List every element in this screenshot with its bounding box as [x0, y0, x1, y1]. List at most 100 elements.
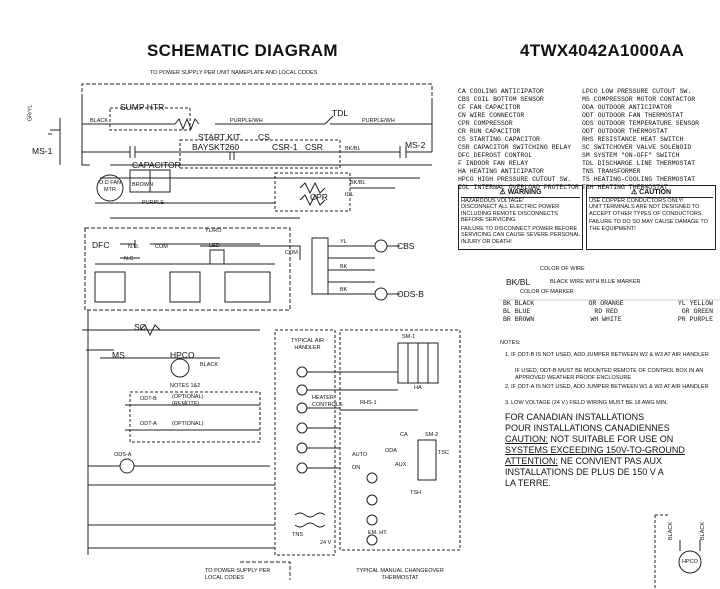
- warning-box: ⚠ WARNING HAZARDOUS VOLTAGE! DISCONNECT …: [458, 185, 583, 250]
- gr-yl-label: GR/YL: [27, 104, 34, 122]
- canadian-line-4: SYSTEMS EXCEEDING 150V-TO-GROUND: [505, 445, 685, 455]
- hpco-label: HPCO: [170, 350, 195, 360]
- term-sm-1: SM-1: [402, 334, 416, 340]
- color-code: PR PURPLE: [677, 316, 713, 323]
- legend-item: CSR CAPACITOR SWITCHING RELAY: [458, 144, 572, 151]
- caution-box: ⚠ CAUTION USE COPPER CONDUCTORS ONLY! UN…: [586, 185, 716, 250]
- color-code: BK BLACK: [503, 300, 535, 307]
- color-codes-table: BK BLACK OR ORANGE YL YELLOW BL BLUE RD …: [503, 300, 713, 324]
- led-label: LED: [209, 243, 220, 249]
- dfc-label: DFC: [92, 240, 110, 250]
- legend-item: TNS TRANSFORMER: [582, 168, 641, 175]
- color-code: RD RED: [594, 308, 618, 315]
- caution-line-3: FAILURE TO DO SO MAY CAUSE DAMAGE TO THE…: [589, 219, 708, 232]
- warning-subtitle: HAZARDOUS VOLTAGE!: [461, 197, 580, 204]
- caution-title: ⚠ CAUTION: [630, 189, 672, 196]
- caution-line-1: USE COPPER CONDUCTORS ONLY!: [589, 197, 713, 204]
- color-code: BL BLUE: [503, 308, 531, 315]
- iol-label: IOL: [345, 192, 354, 198]
- note-3: 3. LOW VOLTAGE (24 V.) FIELD WIRING MUST…: [505, 400, 668, 406]
- cs-label: CS: [258, 132, 270, 142]
- odt-b-label: ODT-B: [140, 396, 157, 402]
- legend-item: RHS RESISTANCE HEAT SWITCH: [582, 136, 684, 143]
- legend-item: ODT OUTDOOR FAN THERMOSTAT: [582, 112, 684, 119]
- wire-yl-ro-label: YL/RO: [205, 228, 222, 234]
- color-row: BL BLUE RD RED GR GREEN: [503, 308, 713, 316]
- wire-nc-label: N.C: [124, 256, 134, 262]
- notes-title: NOTES:: [500, 340, 521, 346]
- term-ca: CA: [400, 432, 408, 438]
- color-code: GR GREEN: [681, 308, 713, 315]
- corner-hpco-label: HPCO: [682, 559, 698, 565]
- optional-label: (OPTIONAL): [172, 421, 204, 427]
- wire-bk-label: BK: [340, 264, 348, 270]
- wire-yl-label: YL: [340, 239, 347, 245]
- typical-air-handler-label: TYPICAL AIR HANDLER: [290, 338, 325, 351]
- legend-item: ODT OUTDOOR THERMOSTAT: [582, 128, 668, 135]
- legend-item: TDL DISCHARGE LINE THERMOSTAT: [582, 160, 696, 167]
- note-1b: IF USED, ODT-B MUST BE MOUNTED REMOTE OF…: [515, 368, 704, 381]
- wire-no-label: N.O.: [128, 244, 140, 250]
- term-rhs-1: RHS-1: [360, 400, 377, 406]
- wire-black-label-2: BLACK: [200, 362, 219, 368]
- color-of-wire-title: COLOR OF WIRE: [540, 266, 585, 272]
- color-row: BK BLACK OR ORANGE YL YELLOW: [503, 300, 713, 308]
- legend-item: F INDOOR FAN RELAY: [458, 160, 529, 167]
- color-code: YL YELLOW: [677, 300, 713, 307]
- warning-title: ⚠ WARNING: [499, 189, 542, 196]
- ms-label: MS: [112, 350, 125, 360]
- canadian-notice: FOR CANADIAN INSTALLATIONS POUR INSTALLA…: [505, 412, 685, 489]
- term-on: ON: [352, 465, 361, 471]
- heater-controls-label: HEATER CONTROLS: [312, 395, 343, 408]
- canadian-line-3: CAUTION: NOT SUITABLE FOR USE ON: [505, 434, 685, 445]
- ods-a-label: ODS-A: [114, 452, 132, 458]
- legend-item: CR RUN CAPACITOR: [458, 128, 521, 135]
- legend-abbrev-col-2: LPCO LOW PRESSURE CUTOUT SW. MS COMPRESS…: [582, 88, 699, 192]
- corner-wire-2: BLACK: [700, 521, 707, 541]
- term-oda: ODA: [385, 448, 397, 454]
- wire-com-label: COM: [155, 244, 168, 250]
- legend-abbrev-col-1: CA COOLING ANTICIPATOR CBS COIL BOTTOM S…: [458, 88, 579, 192]
- legend-item: MS COMPRESSOR MOTOR CONTACTOR: [582, 96, 696, 103]
- legend-item: HA HEATING ANTICIPATOR: [458, 168, 544, 175]
- cbs-label: CBS: [397, 241, 415, 251]
- note-2: 2. IF ODT-A IS NOT USED, ADD JUMPER BETW…: [505, 384, 709, 390]
- odt-a-label: ODT-A: [140, 421, 157, 427]
- wire-purple-wh-label: PURPLE/WH: [230, 118, 263, 124]
- legend-item: CA COOLING ANTICIPATOR: [458, 88, 544, 95]
- legend-item: CS STARTING CAPACITOR: [458, 136, 540, 143]
- legend-item: DFC DEFROST CONTROL: [458, 152, 533, 159]
- model-number: 4TWX4042A1000AA: [520, 41, 685, 60]
- wire-black-label: BLACK: [90, 118, 109, 124]
- canadian-line-2: POUR INSTALLATIONS CANADIENNES: [505, 423, 670, 433]
- term-em-ht: EM. HT.: [368, 530, 388, 536]
- legend-item: IOL INTERNAL OVERLOAD PROTECTOR: [458, 184, 579, 191]
- legend-item: CN WIRE CONNECTOR: [458, 112, 525, 119]
- color-code: OR ORANGE: [588, 300, 624, 307]
- legend-item: HPCO HIGH PRESSURE CUTOUT SW.: [458, 176, 572, 183]
- color-code: BR BROWN: [503, 316, 535, 323]
- power-supply-bottom-label: TO POWER SUPPLY PER LOCAL CODES: [205, 568, 271, 581]
- power-supply-note: TO POWER SUPPLY PER UNIT NAMEPLATE AND L…: [150, 70, 318, 76]
- wire-com-label-2: COM: [285, 250, 298, 256]
- term-sm-2: SM-2: [425, 432, 439, 438]
- page-title: SCHEMATIC DIAGRAM: [147, 41, 338, 60]
- legend-item: CF FAN CAPACITOR: [458, 104, 521, 111]
- legend-item: TSH HEATING THERMOSTAT: [582, 184, 668, 191]
- wire-purple-label: PURPLE: [142, 200, 165, 206]
- optional-remote-label: (OPTIONAL) (REMOTE): [172, 394, 204, 407]
- wire-purple-wh-label-2: PURPLE/WH: [362, 118, 395, 124]
- wire-brown-label: BROWN: [132, 182, 154, 188]
- cpr-label: CPR: [310, 192, 328, 202]
- canadian-line-5-rest: NE CONVIENT PAS AUX: [557, 456, 663, 466]
- canadian-line-5: ATTENTION: NE CONVIENT PAS AUX: [505, 456, 685, 467]
- color-row: BR BROWN WH WHITE PR PURPLE: [503, 316, 713, 324]
- canadian-line-3-rest: NOT SUITABLE FOR USE ON: [548, 434, 674, 444]
- start-kit-model-label: BAYSKT260: [192, 142, 240, 152]
- legend-item: CPR COMPRESSOR: [458, 120, 513, 127]
- warning-line-2: FAILURE TO DISCONNECT POWER BEFORE SERVI…: [461, 225, 580, 245]
- notes-ref-label: NOTES 1&2: [170, 383, 201, 389]
- wire-bk-bl-label-2: BK/BL: [350, 180, 366, 186]
- warning-line-1: DISCONNECT ALL ELECTRIC POWER INCLUDING …: [461, 204, 560, 223]
- tdl-label: TDL: [332, 108, 349, 118]
